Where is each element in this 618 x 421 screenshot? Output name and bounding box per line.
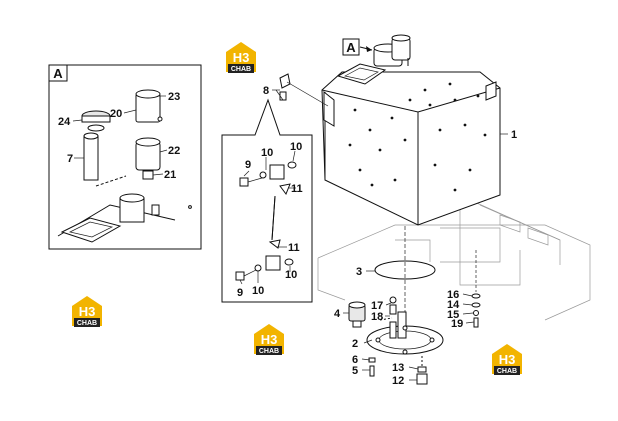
detail-view-a: A <box>48 64 202 250</box>
drain-flange <box>366 311 444 355</box>
callout-11b: 11 <box>288 242 300 254</box>
detail-a-label: A <box>53 66 63 81</box>
callout-1: 1 <box>511 129 517 141</box>
callout-7: 7 <box>67 153 73 165</box>
callout-22: 22 <box>168 145 180 157</box>
callout-21: 21 <box>164 169 176 181</box>
leader-lines <box>72 89 508 381</box>
callout-4: 4 <box>334 308 341 320</box>
callout-19: 19 <box>451 318 463 330</box>
callout-11a: 11 <box>291 183 303 195</box>
strainer-4 <box>348 301 366 328</box>
callout-16: 16 <box>447 289 459 301</box>
drain-plug <box>416 356 428 385</box>
callout-15: 15 <box>447 309 459 321</box>
callout-8: 8 <box>263 85 269 97</box>
callout-23: 23 <box>168 91 180 103</box>
callout-10b: 10 <box>290 141 302 153</box>
view-marker-a: A <box>342 38 373 56</box>
watermark-word: CHAB <box>231 66 251 73</box>
watermark-mark: H3 <box>233 50 250 65</box>
callout-24: 24 <box>58 116 71 128</box>
watermark-logo-1: H3 CHAB <box>226 42 256 73</box>
fitting-8 <box>279 73 329 107</box>
callout-3: 3 <box>356 266 362 278</box>
o-ring <box>374 260 436 280</box>
watermark-mark: H3 <box>79 304 96 319</box>
callout-9a: 9 <box>245 159 251 171</box>
callout-9b: 9 <box>237 287 243 299</box>
bolt-5-6 <box>368 357 376 377</box>
watermark-logo-2: H3 CHAB <box>72 296 102 327</box>
callout-10d: 10 <box>285 269 297 281</box>
view-marker-label: A <box>346 40 356 55</box>
callout-12: 12 <box>392 375 404 387</box>
callout-6: 6 <box>352 354 358 366</box>
callout-18: 18 <box>371 311 383 323</box>
callout-13: 13 <box>392 362 404 374</box>
watermark-mark: H3 <box>261 332 278 347</box>
watermark-mark: H3 <box>499 352 516 367</box>
callout-5: 5 <box>352 365 358 377</box>
watermark-word: CHAB <box>259 348 279 355</box>
callout-10a: 10 <box>261 147 273 159</box>
watermark-word: CHAB <box>77 320 97 327</box>
callout-20: 20 <box>110 108 122 120</box>
callout-14: 14 <box>447 299 460 311</box>
hydraulic-tank <box>321 34 501 226</box>
fitting-17-18 <box>379 296 397 321</box>
chassis-frame <box>317 199 591 321</box>
detail-view-fitting <box>221 98 313 303</box>
watermark-logo-3: H3 CHAB <box>254 324 284 355</box>
callout-2: 2 <box>352 338 358 350</box>
callout-labels: 1 2 3 4 5 6 7 8 9 10 10 11 11 9 10 10 12… <box>58 85 517 387</box>
callout-17: 17 <box>371 300 383 312</box>
watermark-logo-4: H3 CHAB <box>492 344 522 375</box>
callout-10c: 10 <box>252 285 264 297</box>
watermark-word: CHAB <box>497 368 517 375</box>
bolt-stack-right <box>471 250 481 328</box>
